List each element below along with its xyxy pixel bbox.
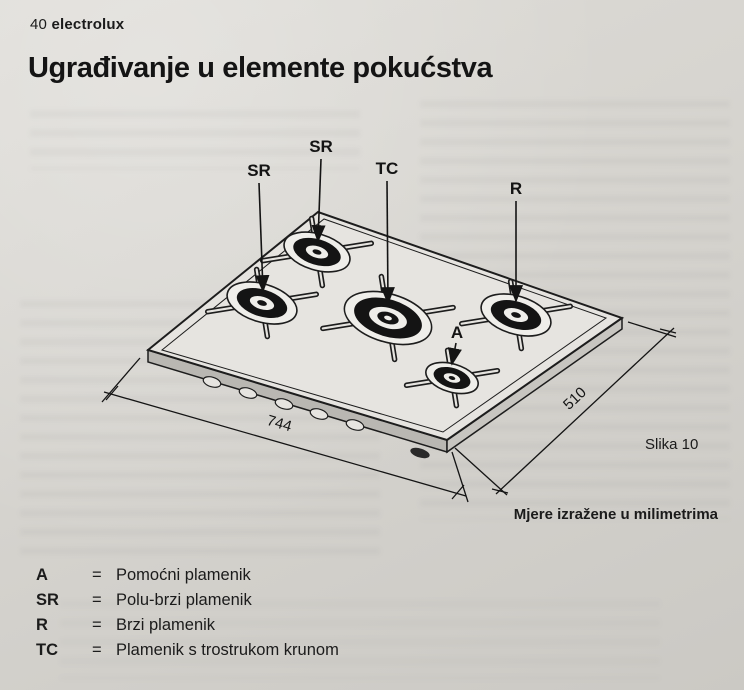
label-sr-back: SR (309, 137, 333, 156)
legend-eq: = (92, 566, 102, 584)
label-r: R (510, 179, 522, 198)
legend-key: A (36, 566, 48, 584)
control-knobs (202, 376, 365, 431)
dimension-width-value: 744 (265, 412, 294, 435)
legend-eq: = (92, 641, 102, 659)
dimension-depth (454, 321, 677, 496)
label-sr-front: SR (247, 161, 271, 180)
legend-eq: = (92, 616, 102, 634)
leader-lines (255, 158, 524, 366)
label-tc: TC (376, 159, 399, 178)
figure-caption: Slika 10 (645, 436, 699, 453)
dimension-width (101, 357, 469, 503)
legend-label: Pomoćni plamenik (116, 566, 251, 584)
burner-sr-back-left (283, 231, 351, 273)
hob-technical-drawing: SR SR TC R A 744 510 (101, 137, 677, 503)
legend-eq: = (92, 591, 102, 609)
legend-key: TC (36, 641, 58, 659)
legend-label: Plamenik s trostrukom krunom (116, 641, 339, 659)
running-header: 40 electrolux (30, 16, 124, 33)
legend-key: R (36, 616, 48, 634)
page-number: 40 (30, 16, 48, 33)
label-a: A (451, 323, 463, 342)
burner-r-back-right (480, 293, 552, 337)
brand-logo-text: electrolux (51, 16, 125, 33)
page-title: Ugrađivanje u elemente pokućstva (28, 52, 493, 84)
dimension-depth-value: 510 (560, 384, 590, 414)
burner-legend: A = Pomoćni plamenik SR = Polu-brzi plam… (36, 566, 339, 660)
units-note: Mjere izražene u milimetrima (513, 506, 718, 523)
legend-key: SR (36, 591, 59, 609)
burner-sr-front-left (226, 281, 298, 325)
legend-label: Brzi plamenik (116, 616, 216, 634)
legend-label: Polu-brzi plamenik (116, 591, 252, 609)
burner-tc-center (343, 290, 433, 346)
